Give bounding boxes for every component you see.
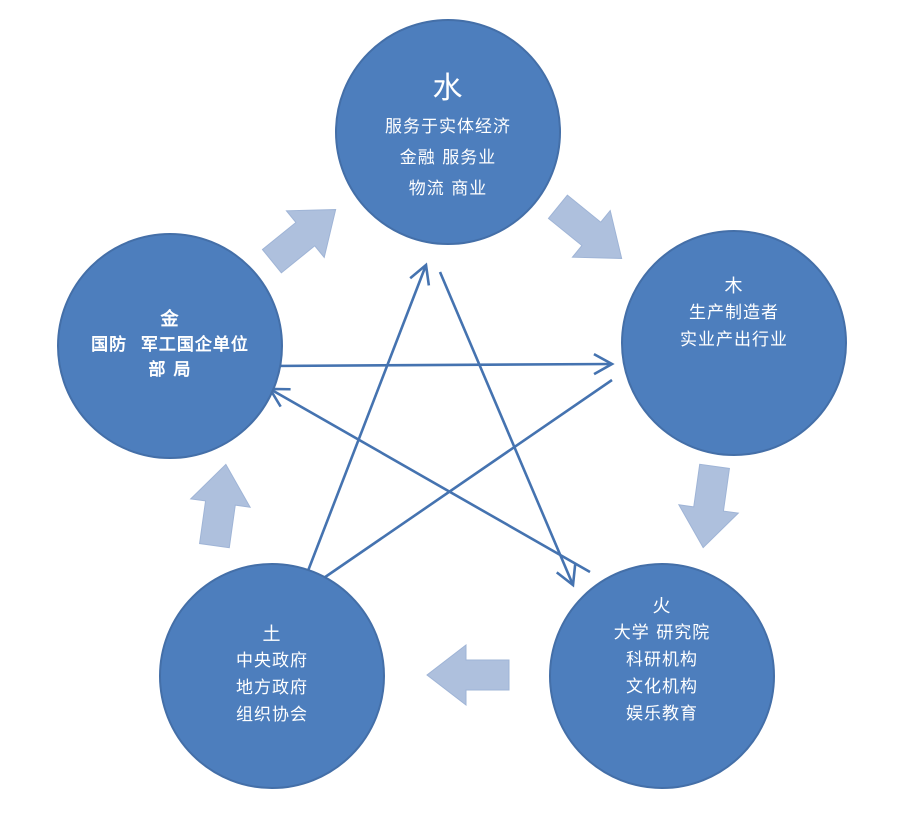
block-arrow-fire-to-earth <box>426 643 510 707</box>
node-water-element: 水 <box>432 71 464 106</box>
node-metal-line: 部 局 <box>148 360 192 380</box>
node-earth: 土 中央政府 地方政府 组织协会 <box>159 563 385 789</box>
block-arrow-wood-to-fire <box>677 463 740 549</box>
node-fire-line: 文化机构 <box>626 677 698 697</box>
block-arrow-earth-to-metal <box>189 463 252 549</box>
node-water: 水 服务于实体经济 金融 服务业 物流 商业 <box>335 19 561 245</box>
star-arrow-fire-to-metal <box>267 387 591 574</box>
node-wood-element: 木 <box>724 276 744 297</box>
node-earth-line: 组织协会 <box>236 705 308 725</box>
node-metal: 金 国防 军工国企单位 部 局 <box>57 233 283 459</box>
node-water-line: 金融 服务业 <box>399 148 497 168</box>
star-arrow-metal-to-wood <box>267 352 615 376</box>
node-fire-line: 科研机构 <box>626 650 698 670</box>
node-fire-line: 大学 研究院 <box>613 623 711 643</box>
node-wood: 木 生产制造者 实业产出行业 <box>621 230 847 456</box>
node-earth-element: 土 <box>262 624 282 645</box>
node-fire: 火 大学 研究院 科研机构 文化机构 娱乐教育 <box>549 563 775 789</box>
node-wood-line: 生产制造者 <box>689 303 779 323</box>
node-water-line: 物流 商业 <box>408 179 488 199</box>
node-fire-element: 火 <box>652 596 672 617</box>
star-arrow-wood-to-earth <box>296 378 613 597</box>
block-arrow-metal-to-water <box>261 209 337 274</box>
node-earth-line: 中央政府 <box>236 651 308 671</box>
node-fire-line: 娱乐教育 <box>626 704 698 724</box>
node-metal-element: 金 <box>160 309 180 330</box>
star-arrow-water-to-fire <box>438 271 577 588</box>
star-arrow-earth-to-water <box>299 262 431 590</box>
block-arrow-water-to-wood <box>547 194 623 259</box>
node-earth-line: 地方政府 <box>236 678 308 698</box>
node-metal-line: 国防 军工国企单位 <box>91 335 249 355</box>
node-wood-line: 实业产出行业 <box>680 330 788 350</box>
node-water-line: 服务于实体经济 <box>385 117 511 137</box>
